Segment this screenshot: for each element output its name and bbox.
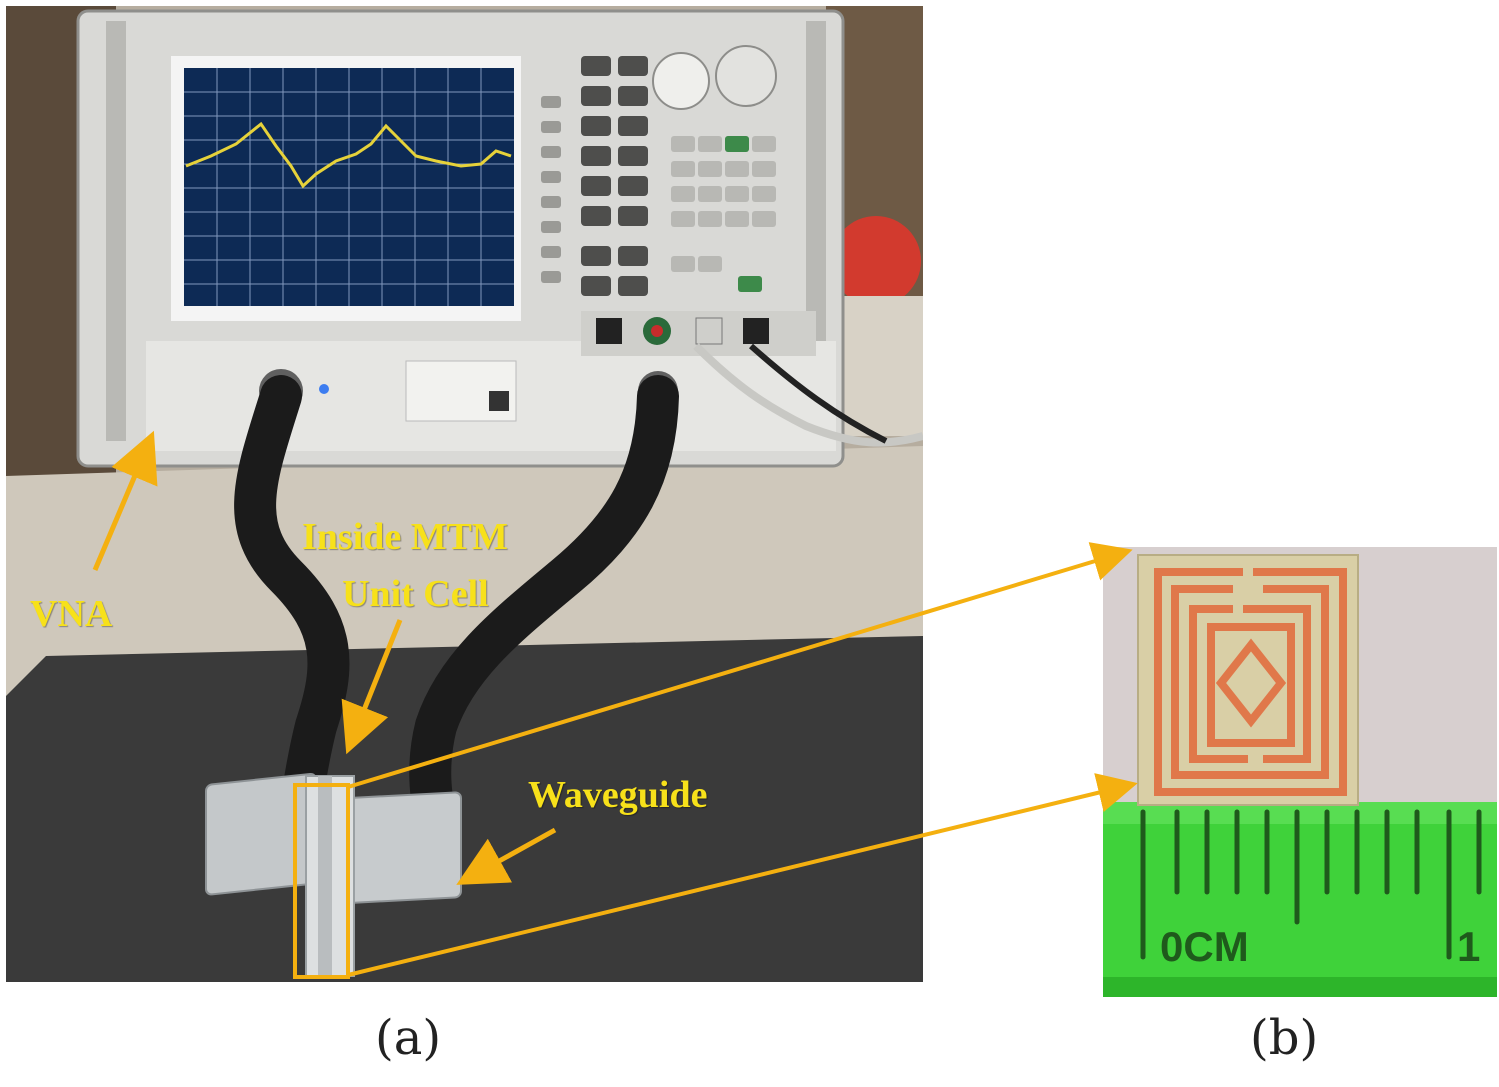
red-object xyxy=(831,216,921,306)
setup-illustration xyxy=(6,6,923,982)
ruler-zero-label: 0CM xyxy=(1160,923,1249,970)
copper-resonator xyxy=(1154,568,1347,796)
panel-a-caption: (a) xyxy=(375,1010,442,1066)
power-led xyxy=(319,384,329,394)
vna-label: VNA xyxy=(30,593,113,635)
panel-b-caption: (b) xyxy=(1250,1010,1319,1066)
ruler xyxy=(1103,802,1497,997)
waveguide-label: Waveguide xyxy=(528,774,708,816)
vna-instrument xyxy=(76,9,845,468)
cable-left xyxy=(234,375,350,857)
unit-cell-photo xyxy=(1103,547,1497,997)
measurement-setup-photo xyxy=(6,6,923,982)
rotary-knob xyxy=(652,52,710,110)
inside-mtm-label-line1: Inside MTM xyxy=(302,516,508,558)
unit-cell-illustration xyxy=(1103,547,1497,997)
s-parameter-trace xyxy=(185,121,512,189)
inside-mtm-label-line2: Unit Cell xyxy=(342,573,489,615)
ruler-one-label: 1 xyxy=(1457,923,1481,970)
